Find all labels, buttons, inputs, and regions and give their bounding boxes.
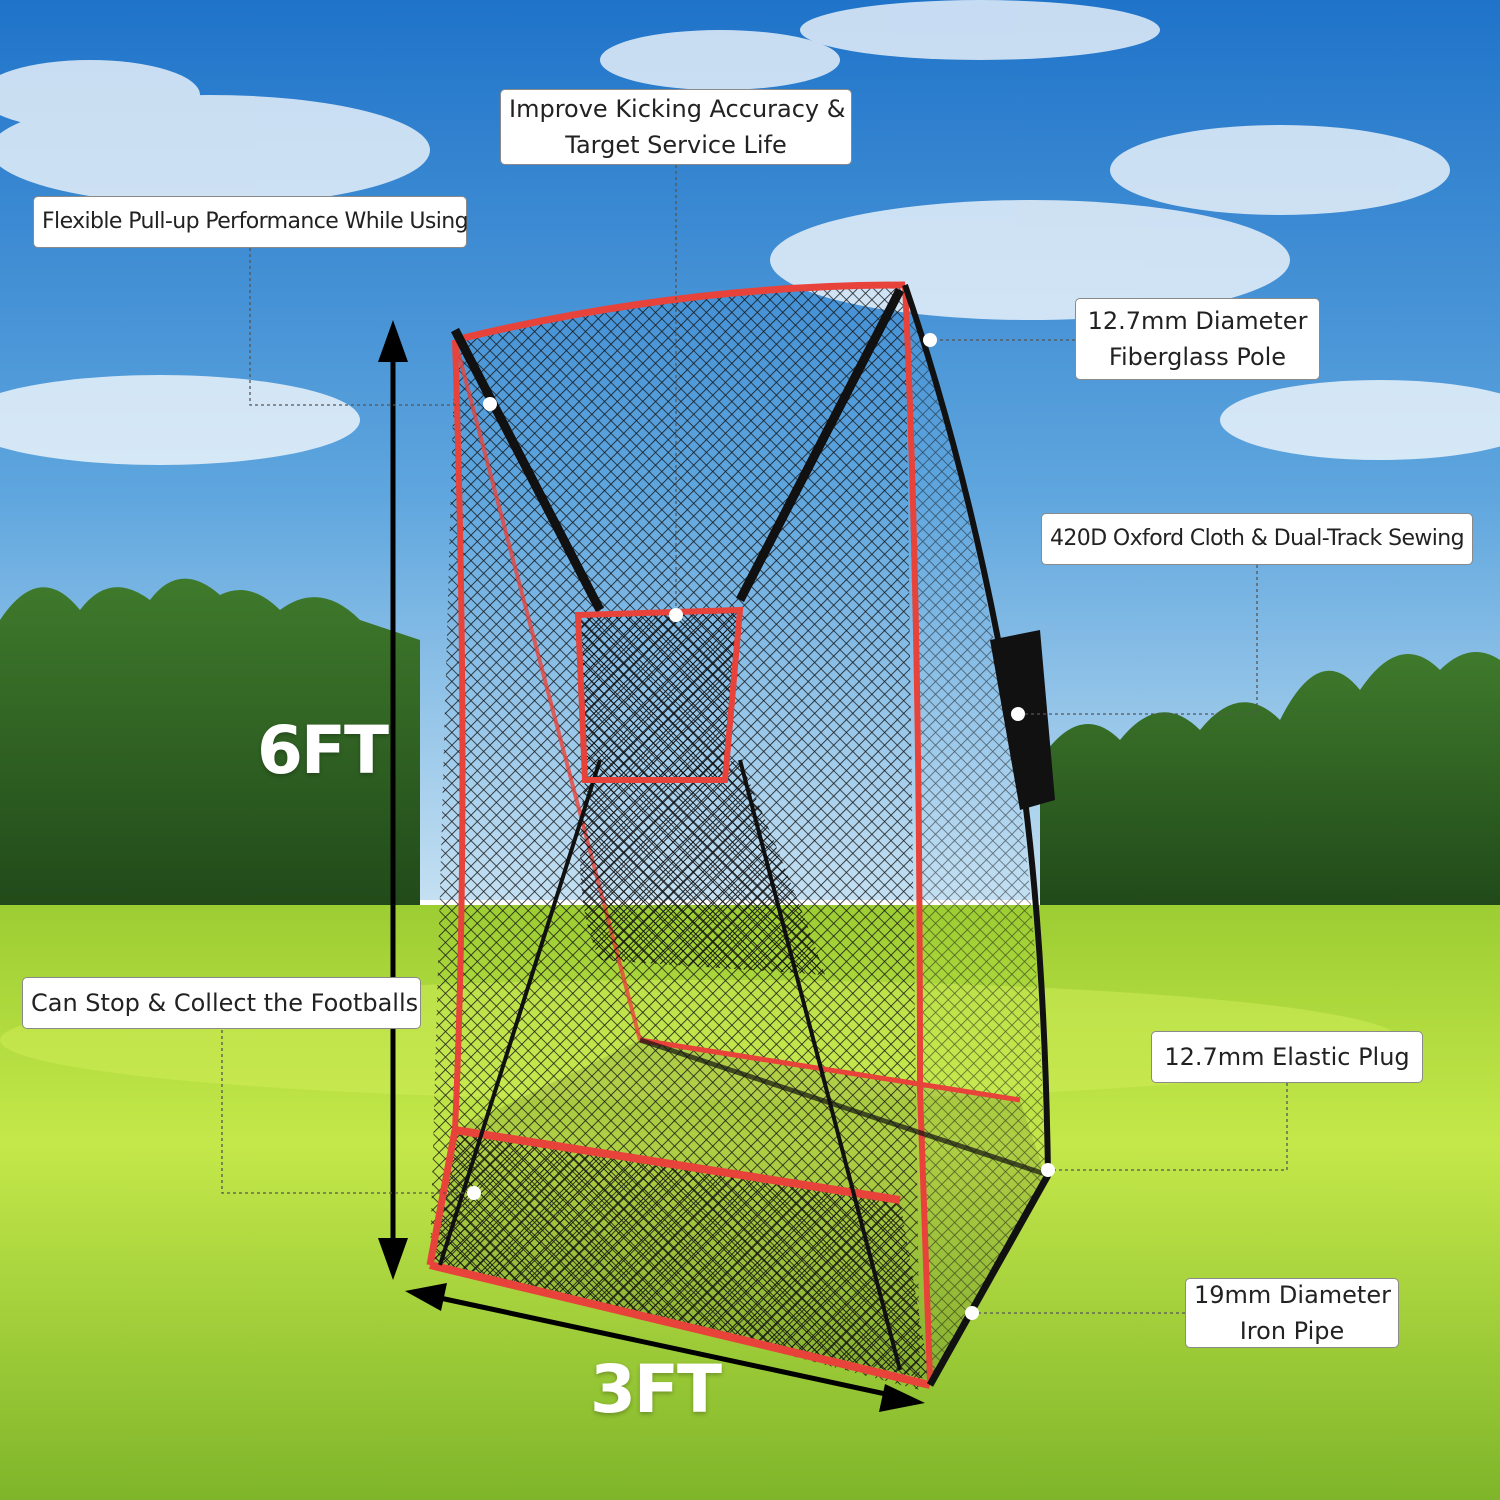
callout-pull-up-text: Flexible Pull-up Performance While Using	[42, 209, 469, 234]
height-dimension-arrow	[378, 320, 408, 1280]
callout-iron-pipe-line1: 19mm Diameter	[1194, 1281, 1391, 1309]
width-dimension-arrow	[405, 1283, 925, 1412]
callout-elastic-plug-text: 12.7mm Elastic Plug	[1164, 1043, 1410, 1071]
callout-fiberglass-pole-line1: 12.7mm Diameter	[1087, 307, 1308, 335]
width-label: 3FT	[590, 1351, 722, 1428]
callout-iron-pipe: 19mm Diameter Iron Pipe	[1185, 1278, 1399, 1348]
callout-kicking-accuracy-line2: Target Service Life	[565, 131, 787, 159]
height-label: 6FT	[257, 712, 389, 789]
callout-leaders	[221, 165, 1288, 1314]
callout-pull-up: Flexible Pull-up Performance While Using	[33, 196, 469, 248]
callout-dots	[467, 333, 1055, 1320]
callout-fiberglass-pole: 12.7mm Diameter Fiberglass Pole	[1075, 298, 1320, 380]
callout-collect-footballs-text: Can Stop & Collect the Footballs	[31, 989, 419, 1017]
callout-iron-pipe-line2: Iron Pipe	[1239, 1317, 1345, 1345]
callout-kicking-accuracy: Improve Kicking Accuracy & Target Servic…	[500, 89, 852, 165]
kicking-net	[426, 281, 1055, 1390]
callout-fiberglass-pole-line2: Fiberglass Pole	[1108, 343, 1287, 371]
callout-elastic-plug: 12.7mm Elastic Plug	[1151, 1031, 1423, 1083]
callout-oxford-cloth: 420D Oxford Cloth & Dual-Track Sewing	[1041, 513, 1473, 565]
clouds	[0, 0, 1500, 465]
callout-oxford-cloth-text: 420D Oxford Cloth & Dual-Track Sewing	[1050, 526, 1465, 551]
tree-line	[0, 578, 1500, 940]
callout-collect-footballs: Can Stop & Collect the Footballs	[22, 977, 421, 1029]
callout-kicking-accuracy-line1: Improve Kicking Accuracy &	[509, 95, 846, 123]
